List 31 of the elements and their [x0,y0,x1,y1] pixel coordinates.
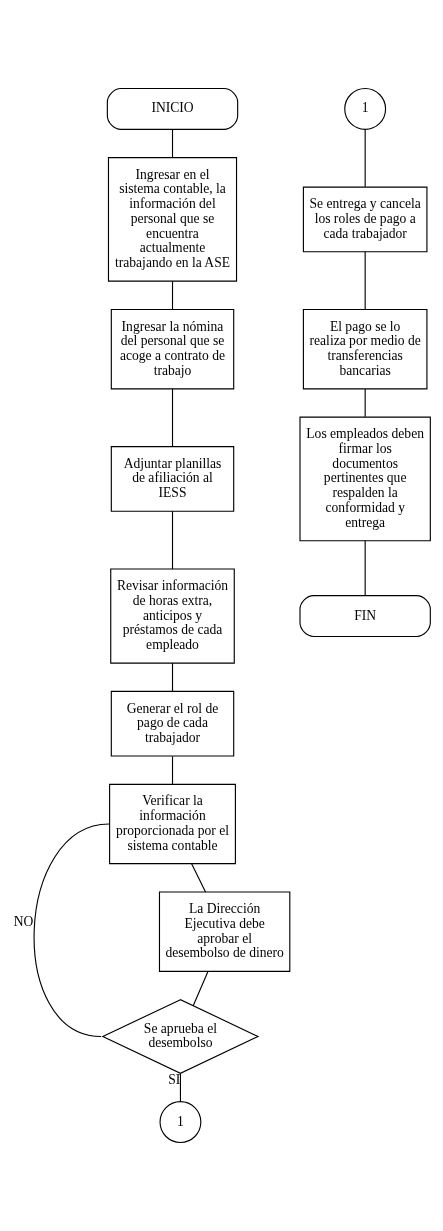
connector [171,755,174,785]
edge-label: NO [13,914,34,930]
node-box: Ingresar la nómina del personal que se acoge a contrato de trabajo [110,308,235,390]
node-circle: 1 [344,87,387,130]
node-box: INICIO [106,87,239,130]
connector [171,388,174,448]
connector [192,971,209,1007]
node-circle: 1 [159,1101,202,1144]
node-diamond: Se aprueba el desembolso [101,999,260,1074]
node-box: Generar el rol de pago de cada trabajador [110,690,235,757]
connector [364,388,366,418]
connector [171,280,174,310]
node-box: Verificar la información proporcionada por el sistema contable [109,783,236,865]
connector [191,863,207,893]
connector [364,128,366,188]
node-box: Adjuntar planillas de afiliación al IESS [110,446,235,512]
connector [364,251,366,310]
node-box: El pago se lo realiza por medio de transferencias bancarias [302,308,428,390]
edge-label: SI [168,1071,181,1087]
node-box: Se entrega y cancela los roles de pago a cada trabajador [302,186,428,253]
connector [171,128,174,158]
connector [171,510,174,570]
node-box: FIN [299,595,431,638]
node-box: Los empleados deben firmar los documentos pertinentes que respalden la conformidad y entrega [299,416,431,542]
connector [171,662,174,692]
node-box: Revisar información de horas extra, anticipos y préstamos de cada empleado [110,568,235,664]
connector [33,823,110,1038]
node-box: La Dirección Ejecutiva debe aprobar el desembolso de dinero [158,891,291,972]
connector [179,1072,181,1102]
node-box: Ingresar en el sistema contable, la información del personal que se encuentra actualmente trabajando en la ASE [107,157,238,282]
connector [364,540,366,596]
